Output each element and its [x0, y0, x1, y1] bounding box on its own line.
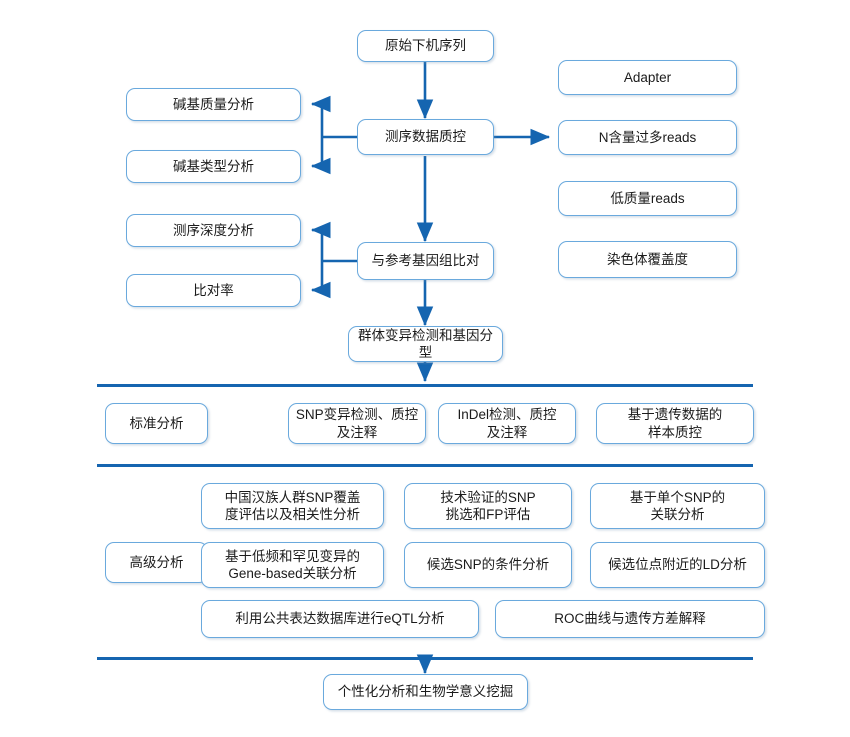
advanced-item-han-snp-coverage[interactable]: 中国汉族人群SNP覆盖 度评估以及相关性分析 [201, 483, 384, 529]
node-variant-calling-genotyping[interactable]: 群体变异检测和基因分型 [348, 326, 503, 362]
node-n-content-reads[interactable]: N含量过多reads [558, 120, 737, 155]
divider-standard [97, 384, 753, 387]
node-sequencing-depth[interactable]: 测序深度分析 [126, 214, 301, 247]
node-base-quality[interactable]: 碱基质量分析 [126, 88, 301, 121]
standard-item-indel[interactable]: InDel检测、质控 及注释 [438, 403, 576, 444]
node-low-quality-reads[interactable]: 低质量reads [558, 181, 737, 216]
node-base-type[interactable]: 碱基类型分析 [126, 150, 301, 183]
advanced-item-ld-analysis[interactable]: 候选位点附近的LD分析 [590, 542, 765, 588]
advanced-item-roc-variance[interactable]: ROC曲线与遗传方差解释 [495, 600, 765, 638]
standard-item-snp[interactable]: SNP变异检测、质控 及注释 [288, 403, 426, 444]
advanced-item-gene-based-association[interactable]: 基于低频和罕见变异的 Gene-based关联分析 [201, 542, 384, 588]
advanced-item-conditional-analysis[interactable]: 候选SNP的条件分析 [404, 542, 572, 588]
advanced-item-tech-validated-snp[interactable]: 技术验证的SNP 挑选和FP评估 [404, 483, 572, 529]
node-personalized-analysis[interactable]: 个性化分析和生物学意义挖掘 [323, 674, 528, 710]
node-adapter[interactable]: Adapter [558, 60, 737, 95]
node-alignment-rate[interactable]: 比对率 [126, 274, 301, 307]
node-qc[interactable]: 测序数据质控 [357, 119, 494, 155]
node-chromosome-coverage[interactable]: 染色体覆盖度 [558, 241, 737, 278]
section-label-standard[interactable]: 标准分析 [105, 403, 208, 444]
section-label-advanced[interactable]: 高级分析 [105, 542, 208, 583]
advanced-item-single-snp-association[interactable]: 基于单个SNP的 关联分析 [590, 483, 765, 529]
node-align-reference-genome[interactable]: 与参考基因组比对 [357, 242, 494, 280]
divider-advanced [97, 464, 753, 467]
divider-final [97, 657, 753, 660]
advanced-item-eqtl-analysis[interactable]: 利用公共表达数据库进行eQTL分析 [201, 600, 479, 638]
node-raw-sequence[interactable]: 原始下机序列 [357, 30, 494, 62]
standard-item-sample-qc[interactable]: 基于遗传数据的 样本质控 [596, 403, 754, 444]
